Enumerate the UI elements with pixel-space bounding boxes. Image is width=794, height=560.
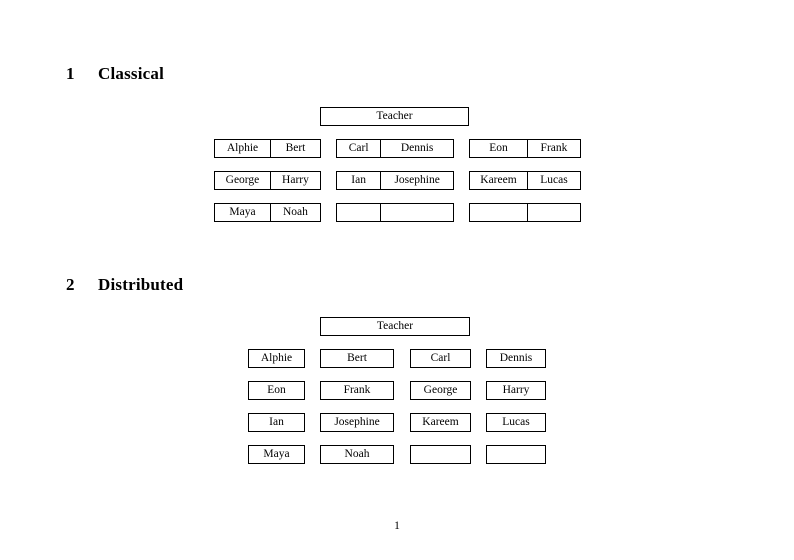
distributed-cell: Bert [320,349,394,368]
section-number: 2 [66,275,75,294]
section-title: Classical [98,64,165,83]
classical-cell: Josephine [380,172,453,189]
distributed-cell-empty [486,445,546,464]
classical-teacher-box: Teacher [320,107,469,126]
classical-cell: Bert [269,140,320,157]
distributed-teacher-box: Teacher [320,317,470,336]
distributed-cell: Kareem [410,413,471,432]
classical-group-row3-col3 [469,203,581,222]
distributed-cell: Alphie [248,349,305,368]
classical-cell: Harry [269,172,320,189]
classical-cell-empty [337,204,380,221]
classical-cell-empty [380,204,453,221]
classical-cell: Noah [269,204,320,221]
page-number: 1 [394,520,400,532]
classical-group-row2-col1: George Harry [214,171,321,190]
classical-group-row3-col1: Maya Noah [214,203,321,222]
classical-group-row2-col2: Ian Josephine [336,171,454,190]
section-number: 1 [66,64,75,83]
classical-group-row1-col2: Carl Dennis [336,139,454,158]
classical-cell-empty [470,204,527,221]
distributed-cell: Dennis [486,349,546,368]
classical-cell: Frank [526,140,580,157]
distributed-cell: Lucas [486,413,546,432]
classical-cell: Dennis [380,140,453,157]
classical-cell: Lucas [526,172,580,189]
distributed-cell: Noah [320,445,394,464]
classical-cell: George [225,174,260,186]
classical-cell: Eon [489,142,508,154]
distributed-cell: Frank [320,381,394,400]
distributed-cell: Harry [486,381,546,400]
classical-group-row1-col1: Alphie Bert [214,139,321,158]
classical-cell: Alphie [226,142,259,154]
distributed-cell: Josephine [320,413,394,432]
distributed-cell-empty [410,445,471,464]
classical-group-row3-col2 [336,203,454,222]
classical-cell: Ian [351,174,366,186]
classical-group-row1-col3: Eon Frank [469,139,581,158]
classical-cell: Maya [229,206,256,218]
distributed-cell: Carl [410,349,471,368]
section-heading-distributed: 2 Distributed [66,275,183,295]
distributed-cell: Eon [248,381,305,400]
section-title: Distributed [98,275,184,294]
classical-cell: Kareem [480,174,517,186]
classical-group-row2-col3: Kareem Lucas [469,171,581,190]
classical-cell-empty [526,204,580,221]
distributed-cell: Maya [248,445,305,464]
section-heading-classical: 1 Classical [66,64,164,84]
distributed-cell: George [410,381,471,400]
distributed-cell: Ian [248,413,305,432]
classical-cell: Carl [348,142,369,154]
